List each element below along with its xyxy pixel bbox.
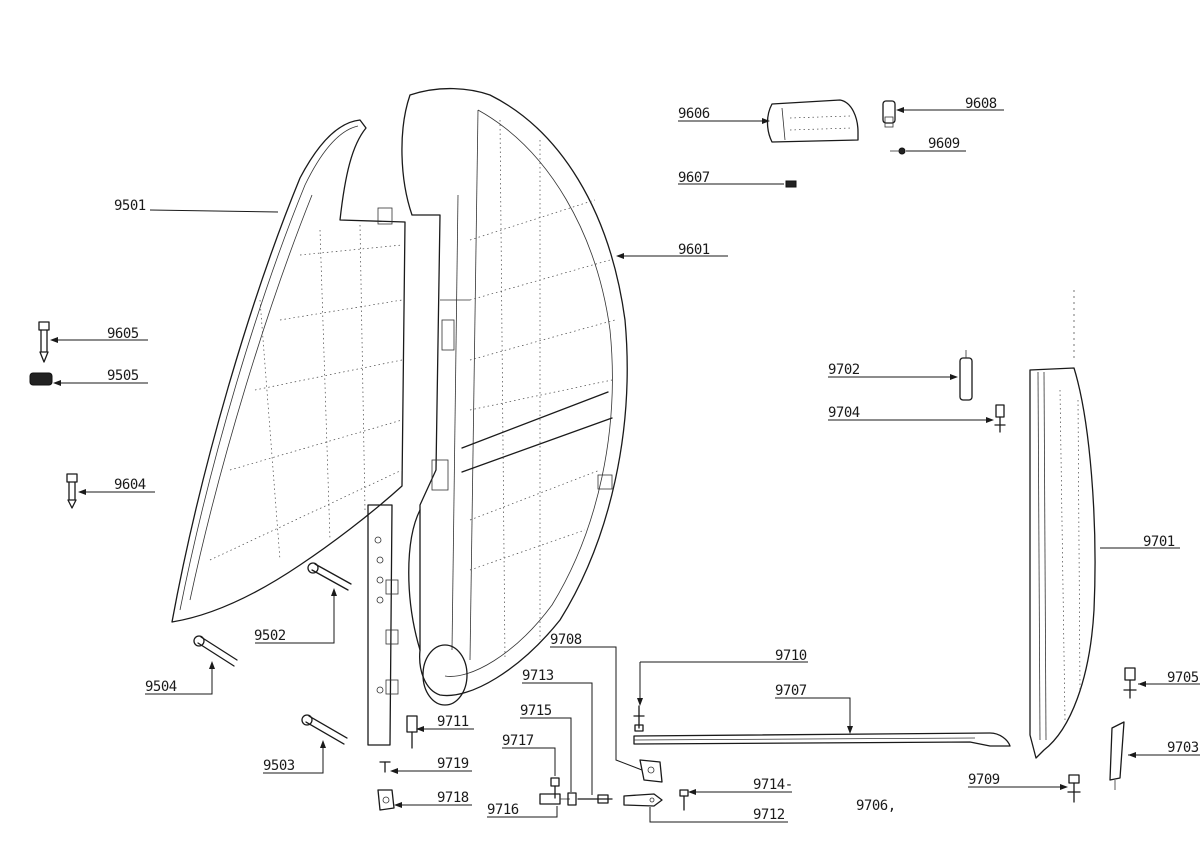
part-9609-rivet	[890, 147, 906, 155]
label-9713: 9713	[522, 668, 554, 684]
part-9713-threaded-rod	[577, 794, 613, 804]
part-9502-bolt	[307, 562, 352, 591]
label-9711: 9711	[437, 714, 469, 730]
label-9717: 9717	[502, 733, 534, 749]
part-9703-pin	[1109, 721, 1125, 790]
label-9702: 9702	[828, 362, 860, 378]
part-9714-bolt	[679, 789, 689, 811]
part-9718-nut	[377, 789, 395, 811]
label-9719: 9719	[437, 756, 469, 772]
part-9711-bolt	[406, 715, 418, 749]
label-9712: 9712	[753, 807, 785, 823]
part-9606-fairing	[766, 99, 859, 143]
part-9717-screw	[550, 777, 560, 799]
label-9504: 9504	[145, 679, 177, 695]
label-9706: 9706,	[856, 798, 896, 814]
part-9604-bolt	[66, 473, 78, 509]
part-9705-bolt	[1123, 667, 1137, 699]
label-9605: 9605	[107, 326, 139, 342]
part-9503-bolt	[301, 714, 348, 745]
part-9601-rudder-frame	[401, 87, 628, 706]
part-9605-bolt	[38, 321, 50, 363]
label-9705: 9705	[1167, 670, 1199, 686]
label-9609: 9609	[928, 136, 960, 152]
part-9701-rudder	[1029, 290, 1096, 759]
part-9607-screw	[785, 180, 797, 188]
label-9505: 9505	[107, 368, 139, 384]
part-labels: 9501 9502 9503 9504 9505 9601 9604 9605 …	[107, 96, 1199, 823]
label-9714: 9714-	[753, 777, 793, 793]
hinge-strip	[367, 504, 399, 746]
label-9604: 9604	[114, 477, 146, 493]
part-9505-nut	[29, 372, 53, 386]
label-9703: 9703	[1167, 740, 1199, 756]
label-9503: 9503	[263, 758, 295, 774]
label-9708: 9708	[550, 632, 582, 648]
part-9719-screw	[379, 761, 391, 773]
part-9707-push-rod	[633, 732, 1011, 747]
label-9606: 9606	[678, 106, 710, 122]
part-9710-bolt	[633, 705, 645, 732]
part-9501-fin-panel	[171, 119, 406, 623]
label-9718: 9718	[437, 790, 469, 806]
part-9608-cap	[882, 100, 896, 128]
part-9708-bracket	[639, 759, 663, 783]
label-9502: 9502	[254, 628, 286, 644]
leader-lines	[50, 107, 1200, 823]
label-9501: 9501	[114, 198, 146, 214]
label-9707: 9707	[775, 683, 807, 699]
label-9710: 9710	[775, 648, 807, 664]
label-9715: 9715	[520, 703, 552, 719]
part-9709-bolt	[1067, 774, 1081, 803]
part-9712-clevis	[623, 793, 663, 807]
part-9504-bolt	[193, 635, 238, 667]
label-9701: 9701	[1143, 534, 1175, 550]
part-9715-nut	[567, 792, 577, 806]
part-9702-fitting	[959, 350, 973, 401]
label-9716: 9716	[487, 802, 519, 818]
label-9601: 9601	[678, 242, 710, 258]
part-9704-bolt	[994, 404, 1006, 433]
label-9607: 9607	[678, 170, 710, 186]
label-9704: 9704	[828, 405, 860, 421]
label-9709: 9709	[968, 772, 1000, 788]
label-9608: 9608	[965, 96, 997, 112]
